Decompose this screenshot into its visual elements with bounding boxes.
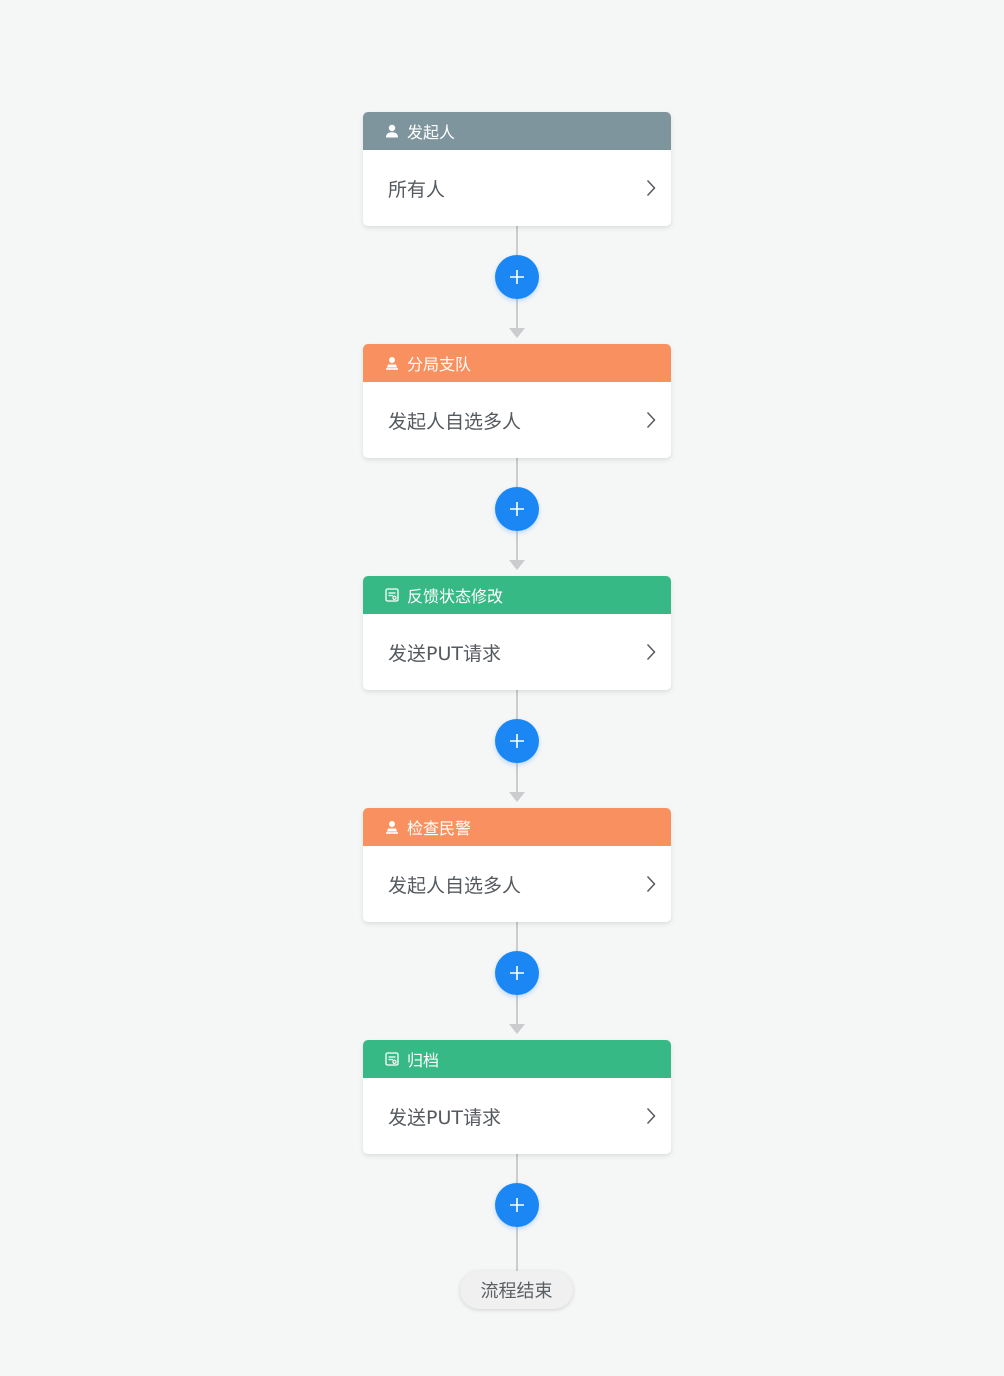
add-node-button[interactable] bbox=[495, 951, 539, 995]
node-title: 发起人 bbox=[407, 123, 456, 142]
node-title: 检查民警 bbox=[407, 819, 472, 838]
plus-icon bbox=[510, 966, 524, 980]
flow-end-node: 流程结束 bbox=[460, 1271, 573, 1309]
node-content: 发送PUT请求 bbox=[388, 1106, 501, 1129]
plus-icon bbox=[510, 270, 524, 284]
node-header: 分局支队 bbox=[363, 344, 671, 382]
add-node-button[interactable] bbox=[495, 255, 539, 299]
node-title: 反馈状态修改 bbox=[407, 587, 504, 606]
request-icon bbox=[385, 1052, 399, 1066]
flow-node-approver[interactable]: 检查民警 发起人自选多人 bbox=[363, 808, 671, 922]
node-body: 发送PUT请求 bbox=[363, 614, 671, 690]
flow-end-label: 流程结束 bbox=[480, 1281, 553, 1302]
node-body: 发起人自选多人 bbox=[363, 846, 671, 922]
plus-icon bbox=[510, 1198, 524, 1212]
connector-arrow bbox=[509, 328, 525, 338]
chevron-right-icon[interactable] bbox=[645, 875, 657, 893]
chevron-right-icon[interactable] bbox=[645, 1107, 657, 1125]
node-header: 发起人 bbox=[363, 112, 671, 150]
flow-node-approver[interactable]: 分局支队 发起人自选多人 bbox=[363, 344, 671, 458]
user-icon bbox=[385, 124, 399, 138]
flow-node-action[interactable]: 归档 发送PUT请求 bbox=[363, 1040, 671, 1154]
node-content: 发起人自选多人 bbox=[388, 874, 522, 897]
node-body: 所有人 bbox=[363, 150, 671, 226]
approver-icon bbox=[385, 356, 399, 370]
plus-icon bbox=[510, 734, 524, 748]
approver-icon bbox=[385, 820, 399, 834]
node-title: 分局支队 bbox=[407, 355, 472, 374]
node-header: 检查民警 bbox=[363, 808, 671, 846]
node-body: 发起人自选多人 bbox=[363, 382, 671, 458]
connector-arrow bbox=[509, 1024, 525, 1034]
node-content: 发送PUT请求 bbox=[388, 642, 501, 665]
flow-node-initiator[interactable]: 发起人 所有人 bbox=[363, 112, 671, 226]
chevron-right-icon[interactable] bbox=[645, 411, 657, 429]
add-node-button[interactable] bbox=[495, 719, 539, 763]
node-content: 所有人 bbox=[388, 178, 446, 201]
node-header: 归档 bbox=[363, 1040, 671, 1078]
connector-arrow bbox=[509, 792, 525, 802]
add-node-button[interactable] bbox=[495, 1183, 539, 1227]
add-node-button[interactable] bbox=[495, 487, 539, 531]
node-title: 归档 bbox=[407, 1051, 440, 1070]
request-icon bbox=[385, 588, 399, 602]
node-body: 发送PUT请求 bbox=[363, 1078, 671, 1154]
chevron-right-icon[interactable] bbox=[645, 179, 657, 197]
node-header: 反馈状态修改 bbox=[363, 576, 671, 614]
plus-icon bbox=[510, 502, 524, 516]
node-content: 发起人自选多人 bbox=[388, 410, 522, 433]
connector-arrow bbox=[509, 560, 525, 570]
chevron-right-icon[interactable] bbox=[645, 643, 657, 661]
flow-node-action[interactable]: 反馈状态修改 发送PUT请求 bbox=[363, 576, 671, 690]
